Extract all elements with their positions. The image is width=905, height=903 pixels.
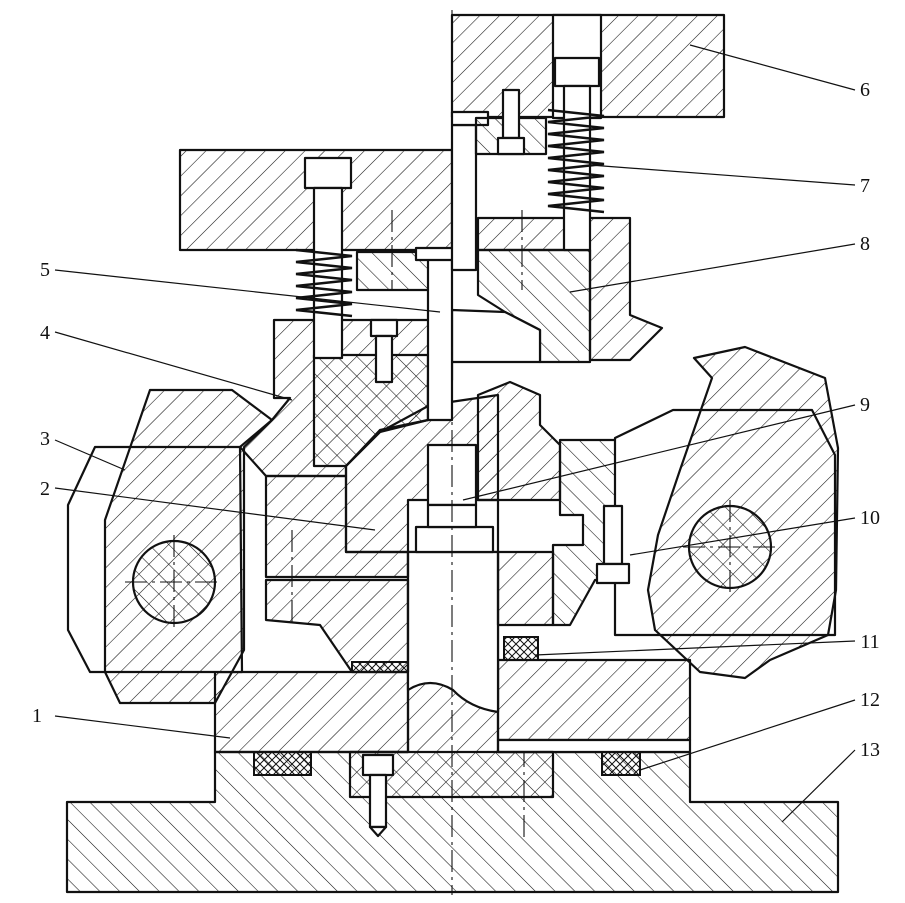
lower-die-left xyxy=(213,670,410,754)
callout-5: 5 xyxy=(40,259,50,281)
ejector-rod xyxy=(426,256,454,422)
left-spring-cap xyxy=(303,156,353,190)
bottom-screw-tip xyxy=(368,825,388,838)
left-spring-rod xyxy=(312,186,344,360)
right-screw-shank xyxy=(602,504,624,566)
callout-1: 1 xyxy=(32,705,42,727)
right-die-block xyxy=(476,380,562,627)
upper-rod xyxy=(450,123,478,272)
left-screw-head xyxy=(369,318,399,338)
callout-7: 7 xyxy=(860,175,870,197)
callout-labels: 1 2 3 4 5 6 7 8 9 10 11 12 13 xyxy=(32,79,880,761)
leader-13 xyxy=(781,749,856,823)
callout-6: 6 xyxy=(860,79,870,101)
left-screw-shank xyxy=(374,334,394,384)
pad-11 xyxy=(503,636,539,661)
left-slider-lower xyxy=(264,578,410,674)
leader-11 xyxy=(534,640,856,656)
leader-1 xyxy=(54,715,231,739)
callout-12: 12 xyxy=(860,689,880,711)
callout-13: 13 xyxy=(860,739,880,761)
left-spring xyxy=(295,248,353,318)
callout-3: 3 xyxy=(40,428,50,450)
leader-6 xyxy=(689,44,856,91)
leader-12 xyxy=(639,699,856,771)
top-screw-shank xyxy=(501,88,521,140)
leader-8 xyxy=(569,243,856,293)
callout-11: 11 xyxy=(860,631,879,653)
top-screw-head xyxy=(496,136,526,156)
leader-7 xyxy=(589,164,856,186)
right-spring xyxy=(547,108,605,214)
lower-plate-strip xyxy=(496,738,692,754)
leader-5 xyxy=(54,269,441,313)
callout-8: 8 xyxy=(860,233,870,255)
leader-2 xyxy=(54,487,376,531)
callout-4: 4 xyxy=(40,322,50,344)
leader-4 xyxy=(54,331,293,401)
callout-2: 2 xyxy=(40,478,50,500)
callout-9: 9 xyxy=(860,394,870,416)
pad-left xyxy=(253,751,312,776)
leader-9 xyxy=(462,404,856,501)
right-screw-head xyxy=(595,562,631,585)
right-spring-cap xyxy=(553,56,601,88)
center-pin-base xyxy=(414,525,495,554)
leader-3 xyxy=(54,439,126,471)
leader-10 xyxy=(629,517,856,556)
leader-lines xyxy=(54,44,856,823)
post-cavity xyxy=(406,550,500,714)
bottom-screw-head xyxy=(361,753,395,777)
callout-10: 10 xyxy=(860,507,880,529)
lower-die-right xyxy=(496,658,692,742)
bottom-screw-shank xyxy=(368,773,388,829)
